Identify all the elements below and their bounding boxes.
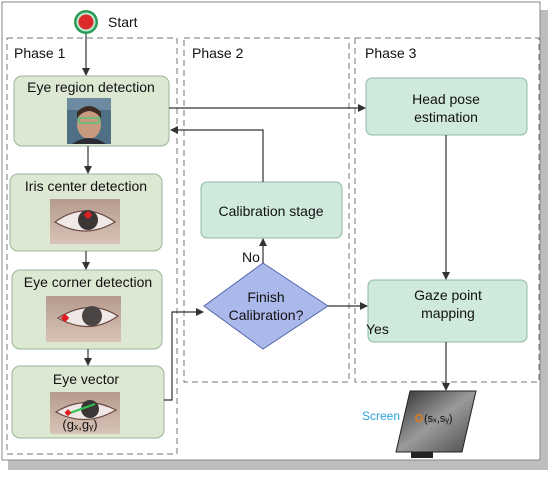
calibration-stage-box: Calibration stage [200,181,343,239]
gaze-point-marker [415,414,423,422]
finish-calibration-decision: Finish Calibration? [203,262,329,350]
eye-vector-box: Eye vector (gₓ,gᵧ) [11,365,165,439]
decision-line2: Calibration? [229,307,304,323]
phase1-title: Phase 1 [14,45,66,61]
head-pose-estimation-box: Head pose estimation [365,77,528,136]
eye-vector-label: Eye vector [53,371,119,387]
no-label: No [242,249,260,265]
gaze-line2: mapping [421,305,475,321]
calibration-stage-label: Calibration stage [218,203,323,219]
head-pose-line2: estimation [414,109,478,125]
eye-corner-image [46,296,121,342]
decision-line1: Finish [247,289,284,305]
screen-point-label: (sₓ,sᵧ) [424,413,453,425]
iris-center-detection-box: Iris center detection [9,173,163,252]
iris-eye-image [50,199,120,244]
start-label: Start [108,14,138,30]
phase1-container [6,37,178,455]
phase3-title: Phase 3 [365,45,417,61]
start-node: Start [74,10,138,34]
eye-corner-detection-box: Eye corner detection [11,269,163,350]
head-pose-line1: Head pose [412,91,480,107]
gaze-point-mapping-box: Gaze point mapping [367,279,528,343]
eye-region-detection-box: Eye region detection [13,75,170,147]
eye-corner-label: Eye corner detection [24,274,152,290]
phase2-container [183,37,350,383]
screen-label: Screen [362,409,400,423]
iris-center-label: Iris center detection [25,178,147,194]
phase3-container [354,37,540,383]
eye-vector-formula: (gₓ,gᵧ) [62,417,97,432]
eye-vector-image [50,392,120,434]
screen-graphic: (sₓ,sᵧ) [395,390,477,458]
face-thumbnail [67,98,111,144]
connectors [82,34,450,401]
phase2-title: Phase 2 [192,45,244,61]
eye-region-label: Eye region detection [27,79,155,95]
gaze-line1: Gaze point [414,287,482,303]
yes-label: Yes [366,321,389,337]
